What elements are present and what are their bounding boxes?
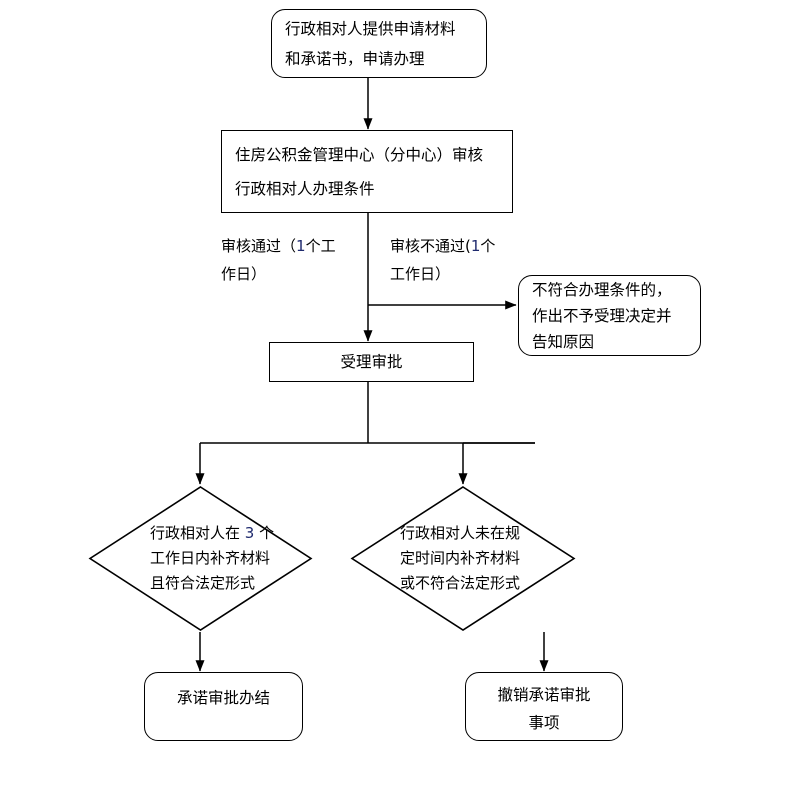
node-review-conditions[interactable]: 住房公积金管理中心（分中心）审核 行政相对人办理条件 (221, 130, 513, 213)
decision-fail-shape (350, 486, 576, 631)
edge-label-pass-line-2: 作日） (221, 265, 267, 283)
decision-pass-shape (88, 486, 313, 631)
node-cancel-line-2: 事项 (528, 714, 560, 732)
node-reject-line-1: 不符合办理条件的， (532, 280, 672, 299)
node-reject-line-3: 告知原因 (532, 332, 595, 351)
edge-label-fail-number: 1 (470, 237, 481, 255)
node-approval-cancelled[interactable]: 撤销承诺审批 事项 (465, 672, 623, 741)
node-done-label: 承诺审批办结 (176, 689, 270, 707)
edge-label-review-fail: 审核不通过(1个 工作日） (390, 232, 495, 288)
edge-label-review-pass: 审核通过（1个工 作日） (221, 232, 336, 288)
decision-pass-number: 3 (244, 524, 255, 542)
decision-fail-line-2: 定时间内补齐材料 (400, 549, 521, 567)
decision-pass-line-3: 且符合法定形式 (150, 574, 256, 592)
node-accept-approval[interactable]: 受理审批 (269, 342, 474, 382)
edge-label-fail-text-b: 个 (480, 237, 496, 255)
decision-fail-line-3: 或不符合法定形式 (400, 574, 521, 592)
edge-label-fail-text-a: 审核不通过( (390, 237, 471, 255)
node-apply-line-2: 和承诺书，申请办理 (285, 49, 425, 68)
node-accept-label: 受理审批 (340, 352, 403, 371)
node-approval-completed[interactable]: 承诺审批办结 (144, 672, 303, 741)
decision-fail-text: 行政相对人未在规 定时间内补齐材料 或不符合法定形式 (350, 485, 626, 632)
edge-label-pass-text-a: 审核通过（ (221, 237, 297, 255)
node-reject-line-2: 作出不予受理决定并 (532, 306, 672, 325)
node-apply-materials[interactable]: 行政相对人提供申请材料 和承诺书，申请办理 (271, 9, 487, 78)
edge-label-fail-line-2: 工作日） (390, 265, 451, 283)
node-apply-line-1: 行政相对人提供申请材料 (285, 19, 456, 38)
decision-fail-line-1: 行政相对人未在规 (400, 524, 521, 542)
edge-label-pass-text-b: 个工 (305, 237, 336, 255)
node-cancel-line-1: 撤销承诺审批 (497, 686, 591, 704)
node-review-line-2: 行政相对人办理条件 (235, 179, 375, 198)
decision-materials-completed[interactable]: 行政相对人在 3 个 工作日内补齐材料 且符合法定形式 (88, 485, 313, 632)
decision-pass-line-1b: 个 (254, 524, 275, 542)
decision-pass-line-1a: 行政相对人在 (150, 524, 245, 542)
decision-materials-not-completed[interactable]: 行政相对人未在规 定时间内补齐材料 或不符合法定形式 (350, 485, 576, 632)
decision-pass-text: 行政相对人在 3 个 工作日内补齐材料 且符合法定形式 (88, 485, 375, 632)
edge-label-pass-number: 1 (296, 237, 306, 255)
node-review-line-1: 住房公积金管理中心（分中心）审核 (235, 145, 484, 164)
decision-pass-line-2: 工作日内补齐材料 (150, 549, 271, 567)
node-reject-not-accepted[interactable]: 不符合办理条件的， 作出不予受理决定并 告知原因 (518, 275, 701, 356)
